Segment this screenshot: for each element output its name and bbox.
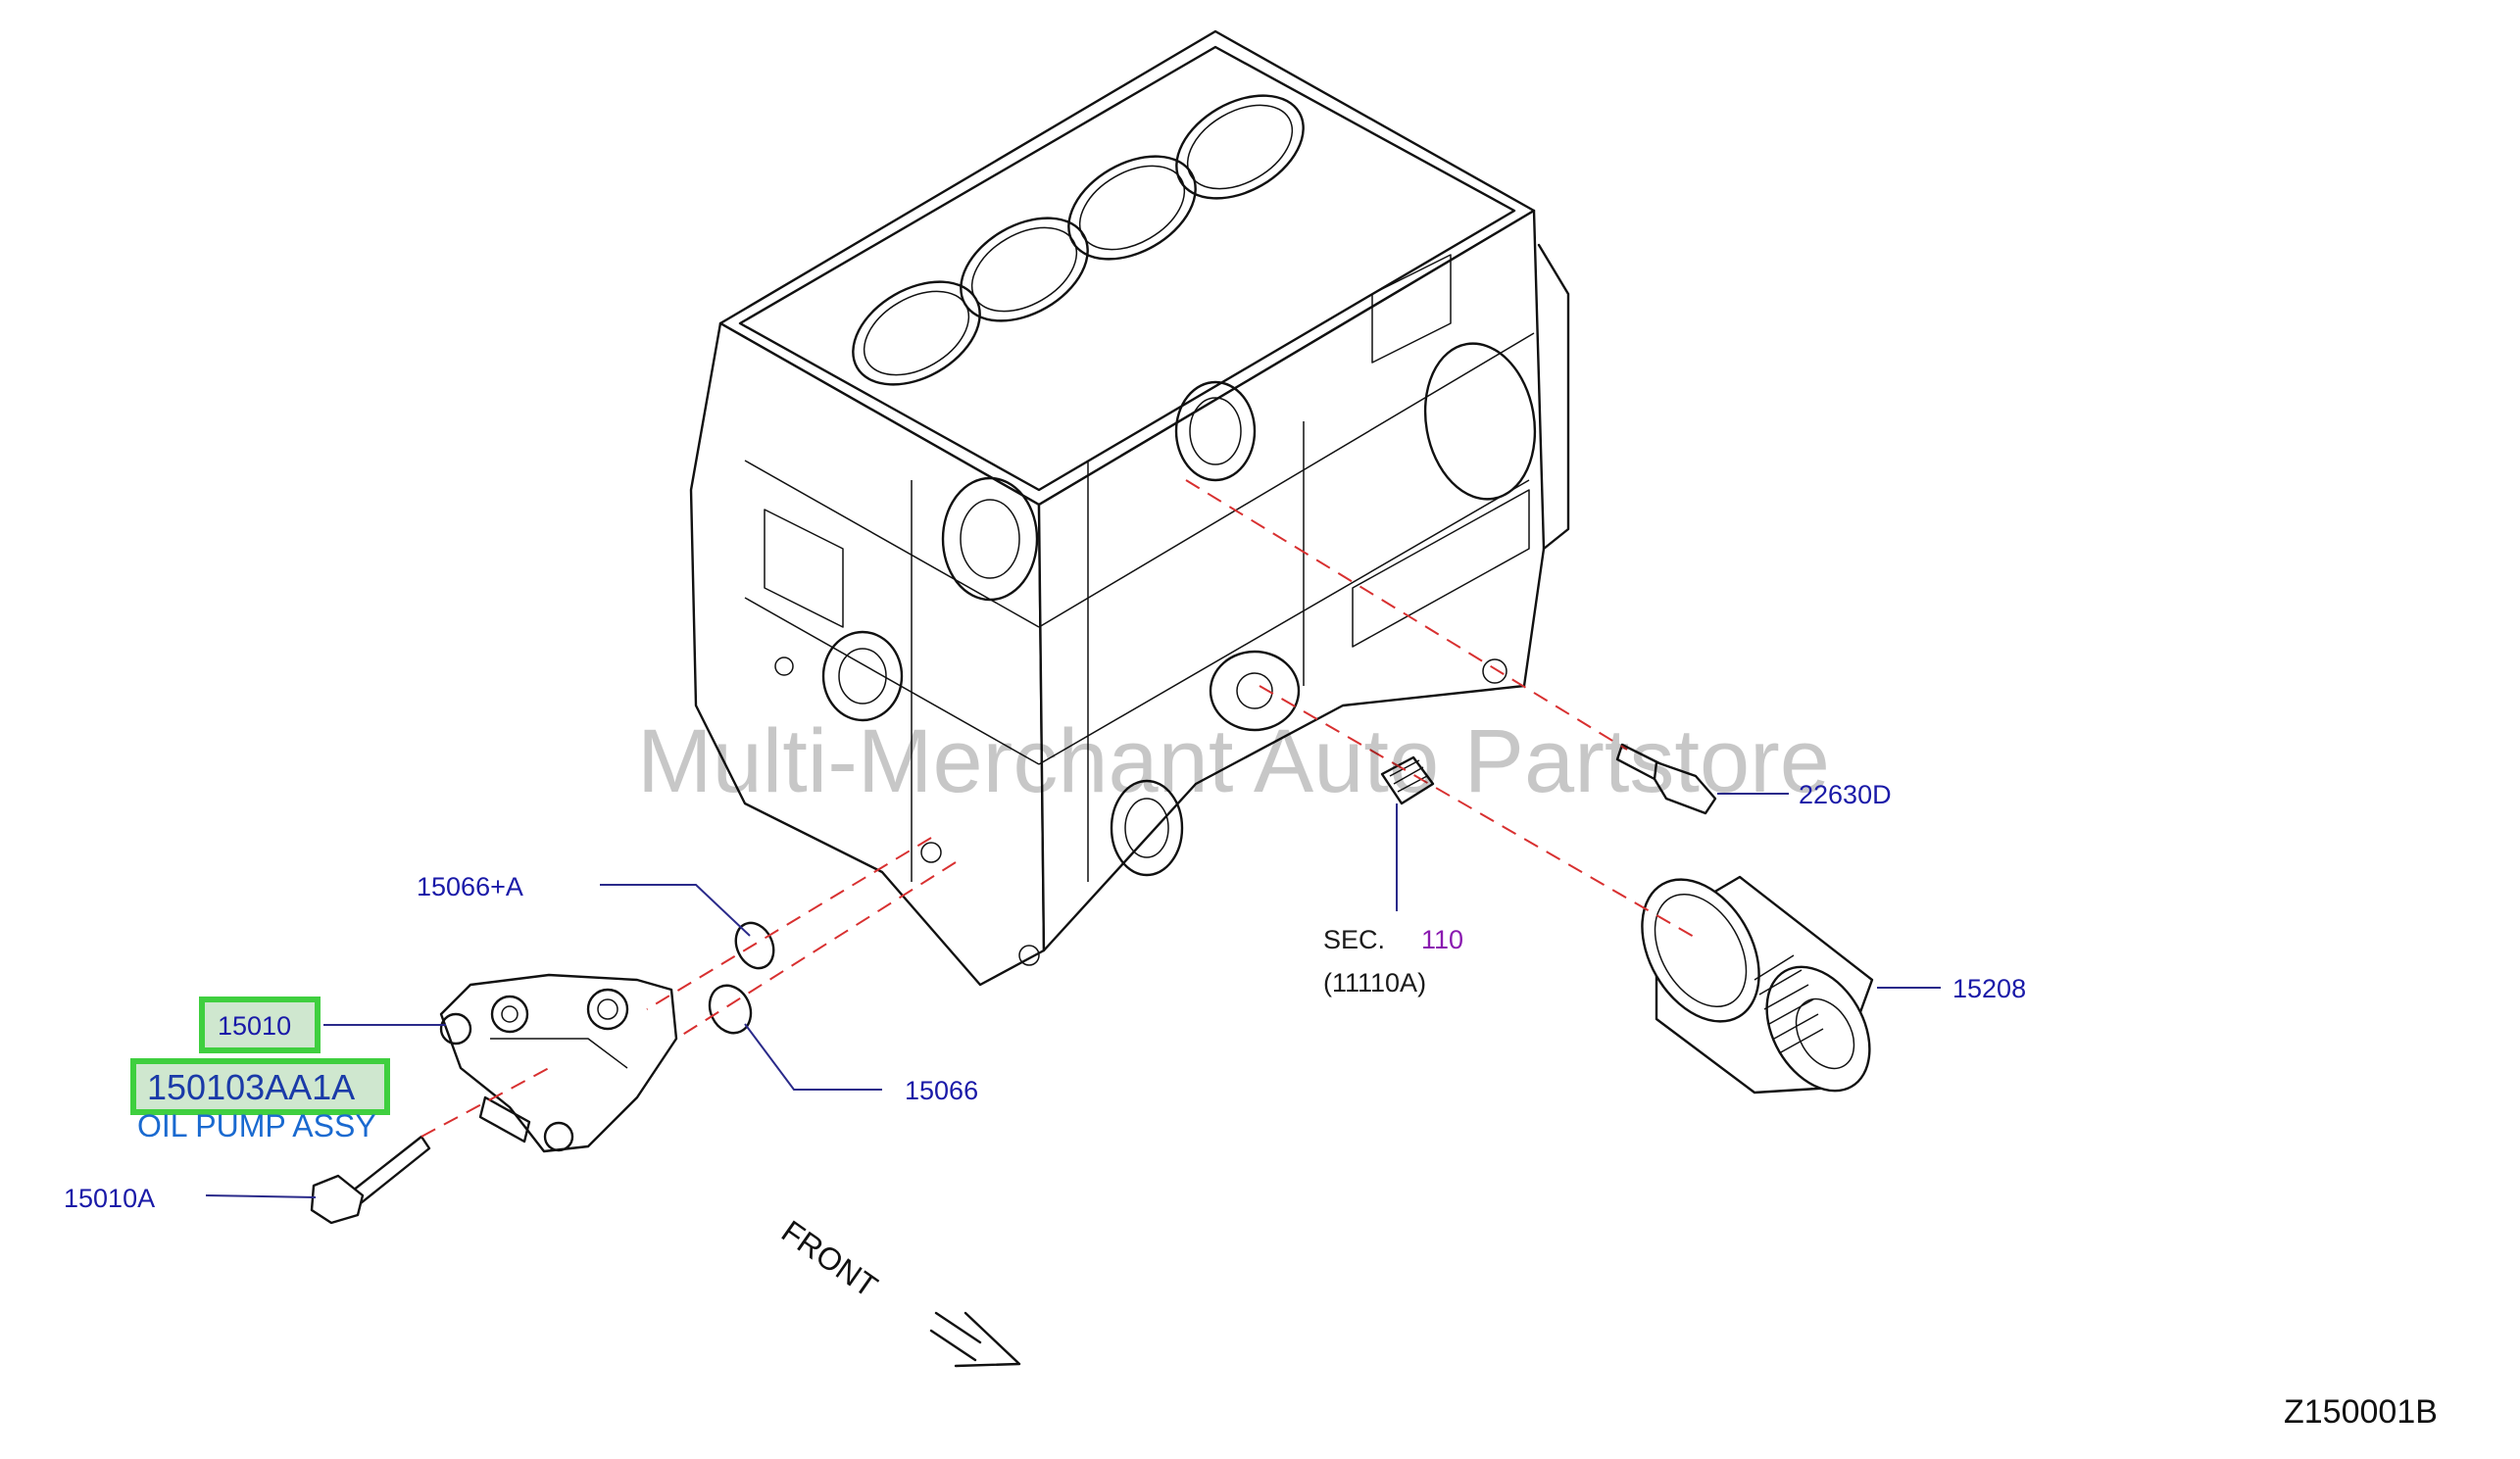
section-ref-prefix: SEC. bbox=[1323, 925, 1385, 954]
engine-block-drawing bbox=[689, 29, 1570, 987]
leader-15066 bbox=[744, 1023, 882, 1091]
section-ref-link[interactable]: 110 bbox=[1421, 925, 1463, 954]
part-name-oil-pump[interactable]: OIL PUMP ASSY bbox=[137, 1108, 376, 1143]
part-label-150103aa1a[interactable]: 150103AA1A bbox=[147, 1067, 355, 1107]
alignment-line-sensor bbox=[1185, 479, 1628, 751]
part-label-15208[interactable]: 15208 bbox=[1952, 974, 2026, 1003]
leader-15010a bbox=[205, 1194, 317, 1198]
leader-15066a bbox=[600, 884, 751, 937]
part-label-15066[interactable]: 15066 bbox=[905, 1076, 978, 1105]
diagram-code: Z150001B bbox=[2284, 1393, 2438, 1431]
oil-filter-drawing bbox=[1641, 875, 1874, 1094]
plug-drawing bbox=[1380, 755, 1435, 805]
sensor-22630d-drawing bbox=[1615, 743, 1717, 815]
front-label: FRONT bbox=[775, 1213, 884, 1304]
highlight-box-15010 bbox=[199, 997, 321, 1053]
alignment-line-pump-upper bbox=[646, 837, 932, 1010]
oil-pump-drawing bbox=[439, 973, 678, 1153]
part-label-15066a[interactable]: 15066+A bbox=[417, 872, 523, 901]
highlight-box-150103aa1a bbox=[130, 1058, 390, 1115]
part-label-22630d[interactable]: 22630D bbox=[1799, 780, 1892, 809]
alignment-line-filter bbox=[1259, 685, 1702, 942]
front-arrow-icon bbox=[929, 1311, 1021, 1368]
watermark-text: Multi-Merchant Auto Partstore bbox=[637, 711, 1830, 811]
alignment-line-pump-lower bbox=[675, 861, 957, 1040]
oring-15066-drawing bbox=[708, 984, 753, 1035]
part-label-15010a[interactable]: 15010A bbox=[64, 1184, 155, 1213]
bolt-15010a-drawing bbox=[310, 1135, 431, 1225]
oring-15066a-drawing bbox=[734, 921, 775, 970]
section-ref-sub: (11110A) bbox=[1323, 968, 1426, 997]
part-label-15010[interactable]: 15010 bbox=[218, 1011, 291, 1041]
